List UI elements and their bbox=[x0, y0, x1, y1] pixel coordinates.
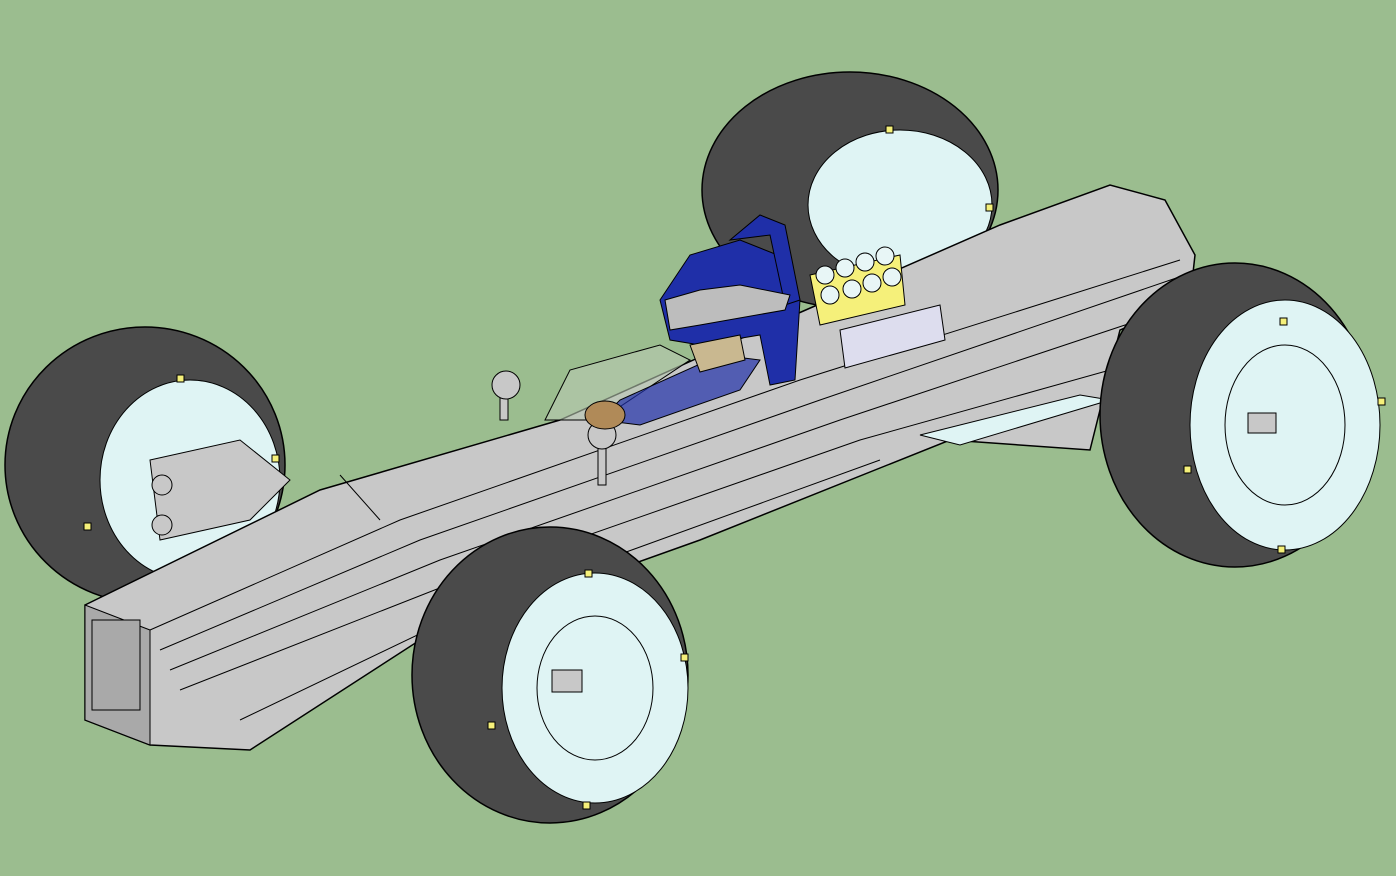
wheel-marker bbox=[680, 653, 689, 662]
rear-hub bbox=[1247, 412, 1277, 434]
car-part bbox=[820, 285, 840, 305]
car-part bbox=[842, 279, 862, 299]
car-part bbox=[862, 273, 882, 293]
left-mirror bbox=[491, 370, 521, 421]
front-hub bbox=[551, 669, 583, 693]
front-right-wheel bbox=[411, 526, 689, 824]
car-part bbox=[584, 400, 626, 430]
wheel-marker bbox=[584, 569, 593, 578]
wheel-marker bbox=[1377, 397, 1386, 406]
wheel-marker bbox=[176, 374, 185, 383]
driver bbox=[584, 214, 801, 430]
wheel-marker bbox=[1277, 545, 1286, 554]
wheel-marker bbox=[1279, 317, 1288, 326]
rear-right-wheel bbox=[1099, 262, 1386, 568]
radiator-grille bbox=[839, 304, 946, 369]
car-part bbox=[1224, 344, 1346, 506]
engine bbox=[809, 246, 946, 369]
wheel-rim bbox=[1189, 299, 1381, 551]
wheel-marker bbox=[271, 454, 280, 463]
wheel-marker bbox=[582, 801, 591, 810]
wheel-marker bbox=[1183, 465, 1192, 474]
car-part bbox=[815, 265, 835, 285]
car-part bbox=[882, 267, 902, 287]
car-part bbox=[598, 354, 761, 426]
wheel-marker bbox=[83, 522, 92, 531]
wheel-rim bbox=[501, 572, 689, 804]
car-part bbox=[855, 252, 875, 272]
car-part bbox=[151, 474, 173, 496]
wheel-marker bbox=[487, 721, 496, 730]
car-part bbox=[151, 514, 173, 536]
helmet-visor bbox=[664, 284, 791, 331]
car-part bbox=[835, 258, 855, 278]
car-part bbox=[179, 369, 1111, 691]
wheel-marker bbox=[985, 203, 994, 212]
roll-bar bbox=[728, 214, 801, 306]
wheel-marker bbox=[885, 125, 894, 134]
car-part bbox=[339, 474, 381, 521]
front-left-wheel bbox=[4, 326, 291, 604]
car-part bbox=[875, 246, 895, 266]
car-part bbox=[689, 334, 746, 373]
front-suspension bbox=[149, 439, 291, 541]
car-part bbox=[597, 444, 607, 486]
car-part bbox=[815, 246, 902, 305]
car-part bbox=[159, 274, 1186, 651]
nose-intake bbox=[91, 619, 141, 711]
car-part bbox=[536, 615, 654, 761]
car-part bbox=[491, 370, 521, 400]
car-part bbox=[169, 319, 1141, 671]
